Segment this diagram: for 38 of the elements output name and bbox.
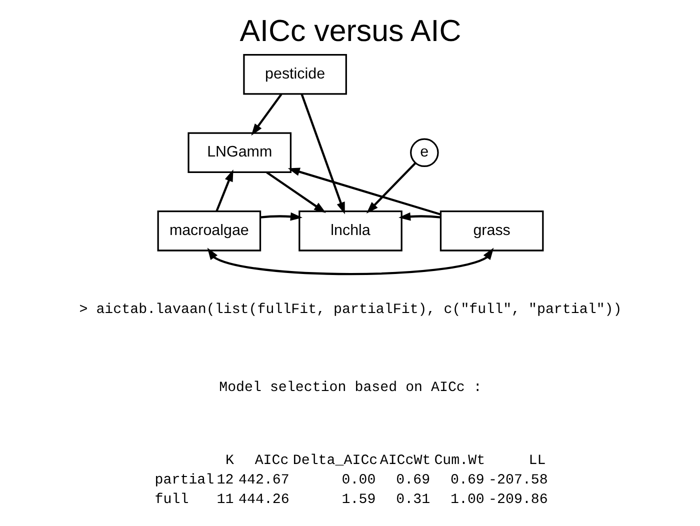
- label: AICcWt: [379, 453, 430, 470]
- arrow: [260, 212, 302, 221]
- label: partial: [154, 472, 214, 489]
- label: Delta_AICc: [292, 453, 378, 470]
- label: AICc: [254, 453, 288, 470]
- node-box: LNGamm: [187, 132, 292, 174]
- arrow: [366, 162, 416, 214]
- node-circle: e: [410, 138, 438, 168]
- label: 11: [216, 492, 234, 508]
- label: 0.00: [341, 472, 376, 489]
- label: Cum.Wt: [434, 453, 485, 470]
- arrow: [266, 171, 326, 214]
- label: 442.67: [238, 472, 289, 489]
- label: 12: [216, 472, 234, 489]
- label: -207.58: [488, 472, 548, 489]
- arrow: [398, 212, 440, 221]
- label: 0.69: [450, 472, 484, 489]
- arrow: [206, 248, 494, 276]
- label: 1.59: [341, 492, 376, 508]
- node-box: pesticide: [242, 54, 346, 95]
- diagram-title: AICc versus AIC: [239, 14, 461, 48]
- label: K: [224, 453, 234, 470]
- node-box: grass: [439, 210, 544, 252]
- arrow: [215, 170, 233, 212]
- label: > aictab.lavaan(list(fullFit, partialFit), c("full", "partial")): [78, 302, 622, 318]
- label: LL: [528, 453, 546, 470]
- arrow: [250, 94, 282, 136]
- label: 0.31: [396, 492, 430, 508]
- node-box: lnchla: [298, 210, 402, 252]
- label: full: [154, 492, 188, 508]
- node-box: macroalgae: [156, 210, 261, 252]
- label: Model selection based on AICc :: [218, 380, 482, 396]
- arrow: [287, 168, 440, 216]
- label: 0.69: [396, 472, 430, 489]
- arrow: [300, 94, 344, 214]
- label: -209.86: [488, 492, 548, 508]
- label: 444.26: [238, 492, 289, 508]
- label: 1.00: [450, 492, 484, 508]
